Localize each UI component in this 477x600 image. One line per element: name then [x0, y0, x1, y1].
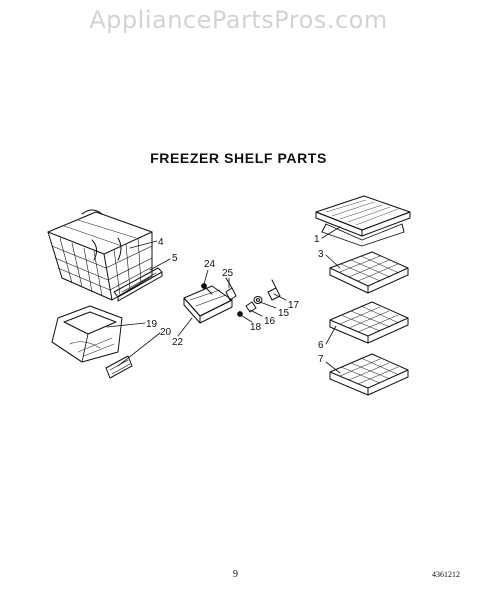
callout-labels: 4 5 19 20 22 24 25 18 16 15 17 1 3 6 7	[146, 234, 324, 365]
glass-shelf	[315, 195, 411, 247]
diagram-title: FREEZER SHELF PARTS	[150, 150, 327, 166]
wire-basket	[47, 209, 153, 301]
fastener-18	[237, 311, 243, 317]
leader-lines	[106, 226, 341, 374]
callout-22: 22	[172, 337, 184, 348]
callout-24: 24	[204, 259, 216, 270]
watermark: AppliancePartsPros.com	[89, 6, 388, 34]
fastener-15	[253, 296, 263, 304]
fastener-17	[267, 279, 281, 301]
callout-25: 25	[222, 268, 234, 279]
wire-shelf-7	[329, 353, 409, 396]
plastic-bin	[51, 305, 123, 363]
page-number: 9	[233, 569, 238, 580]
bin-tab	[105, 355, 133, 379]
callout-4: 4	[158, 237, 164, 248]
fastener-16	[245, 301, 257, 313]
callout-18: 18	[250, 322, 262, 333]
wire-shelf-6	[329, 301, 409, 344]
callout-6: 6	[318, 340, 324, 351]
wire-shelf-3	[329, 251, 409, 294]
document-code: 4361212	[432, 570, 460, 579]
callout-5: 5	[172, 253, 178, 264]
callout-19: 19	[146, 319, 158, 330]
callout-1: 1	[314, 234, 320, 245]
callout-17: 17	[288, 300, 300, 311]
callout-7: 7	[318, 354, 324, 365]
callout-15: 15	[278, 308, 290, 319]
screw-24	[201, 283, 213, 295]
callout-20: 20	[160, 327, 172, 338]
shelf-rail	[183, 285, 233, 324]
callout-16: 16	[264, 316, 276, 327]
basket-divider	[113, 267, 163, 302]
callout-3: 3	[318, 249, 324, 260]
